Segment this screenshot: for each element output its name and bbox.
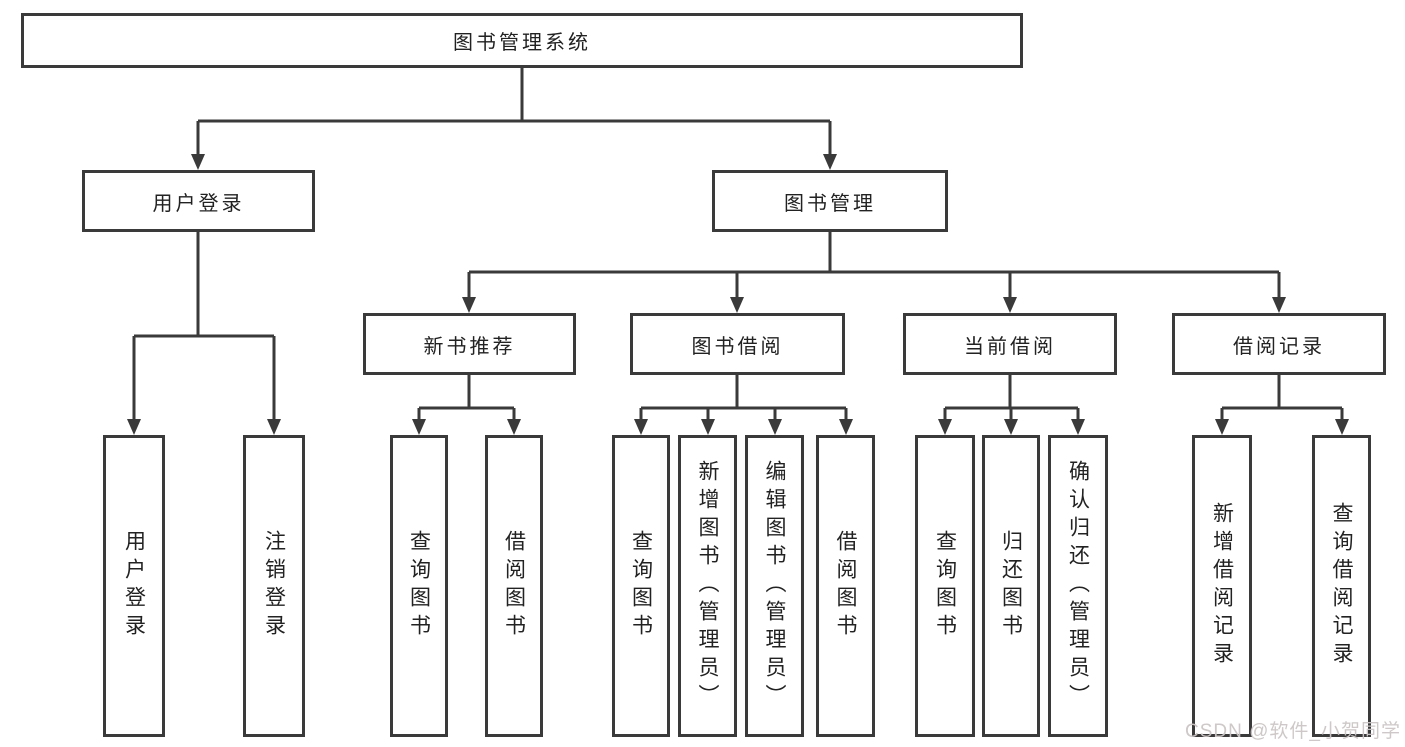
node-leaf-confirm-return-admin: 确认归还（管理员） <box>1048 435 1108 737</box>
node-book-management: 图书管理 <box>712 170 948 232</box>
csdn-watermark: CSDN @软件_小贺同学 <box>1185 721 1401 742</box>
node-user-login: 用户登录 <box>82 170 315 232</box>
node-leaf-query-books-current: 查询图书 <box>915 435 975 737</box>
node-leaf-query-borrow-record: 查询借阅记录 <box>1312 435 1371 737</box>
node-current-borrowing: 当前借阅 <box>903 313 1117 375</box>
node-leaf-borrow-books: 借阅图书 <box>816 435 875 737</box>
node-leaf-add-borrow-record: 新增借阅记录 <box>1192 435 1252 737</box>
node-leaf-query-books-borrowing: 查询图书 <box>612 435 670 737</box>
node-leaf-edit-books-admin: 编辑图书（管理员） <box>745 435 804 737</box>
node-leaf-logout: 注销登录 <box>243 435 305 737</box>
node-leaf-add-books-admin: 新增图书（管理员） <box>678 435 737 737</box>
node-new-book-recommendation: 新书推荐 <box>363 313 576 375</box>
node-book-borrowing: 图书借阅 <box>630 313 845 375</box>
node-leaf-borrow-books-recommend: 借阅图书 <box>485 435 543 737</box>
node-leaf-user-login: 用户登录 <box>103 435 165 737</box>
arrowheads <box>127 154 1349 435</box>
node-leaf-return-books: 归还图书 <box>982 435 1040 737</box>
node-leaf-query-books-recommend: 查询图书 <box>390 435 448 737</box>
node-library-management-system: 图书管理系统 <box>21 13 1023 68</box>
node-borrowing-records: 借阅记录 <box>1172 313 1386 375</box>
